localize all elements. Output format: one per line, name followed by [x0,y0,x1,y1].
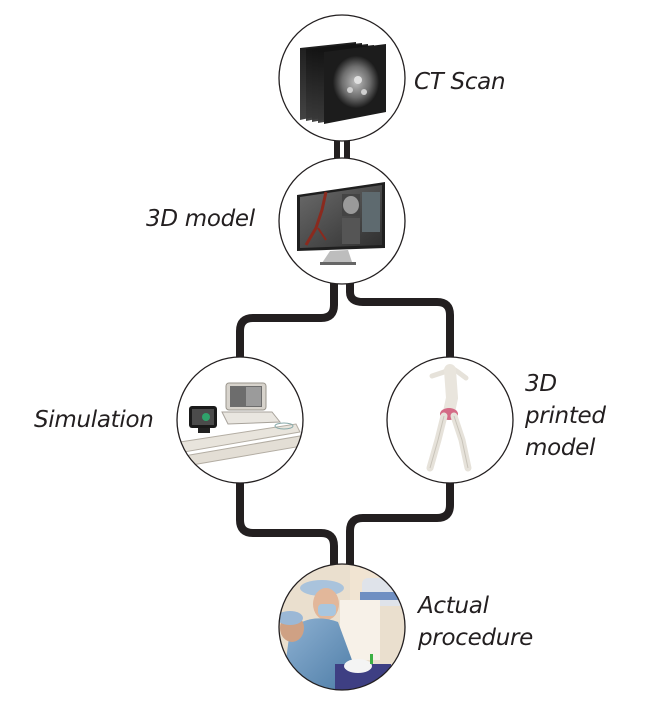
node-3d-model [278,157,406,285]
label-line: procedure [418,625,534,651]
ct-scan-image [300,42,386,124]
node-ct-scan [278,14,406,142]
connector-3d-to-printed-model [346,282,454,360]
label-actual-procedure: Actual procedure [418,590,533,654]
label-line: 3D [525,371,557,397]
label-simulation: Simulation [34,407,154,433]
connector-3d-to-simulation [236,282,338,360]
label-line: printed [525,403,606,429]
connector-printed-to-procedure [346,480,454,566]
label-3d-model: 3D model [146,206,255,232]
label-3d-printed-model: 3D printed model [525,368,606,464]
surgeon-photo-image [279,564,405,690]
label-line: model [525,435,596,461]
node-3d-printed-model [386,356,514,484]
label-ct-scan: CT Scan [414,69,506,95]
label-line: Actual [418,593,489,619]
3d-printed-aorta-image [426,364,472,472]
connector-simulation-to-procedure [236,480,338,566]
node-simulation [176,356,304,484]
monitor-3d-model-image [297,182,385,265]
simulator-device-image [179,382,303,467]
node-actual-procedure [278,563,406,691]
